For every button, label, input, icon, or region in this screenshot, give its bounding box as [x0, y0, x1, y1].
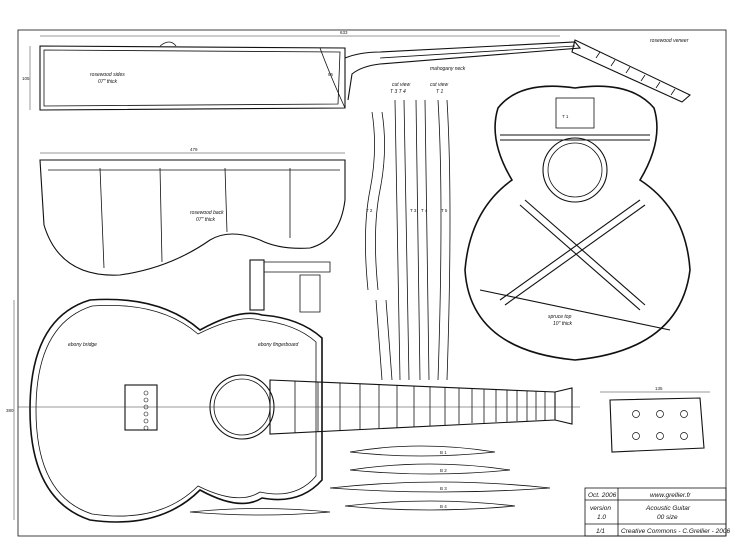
label-rosewood-back-thk: 07" thick — [196, 217, 216, 223]
label-rosewood-sides-thk: 07" thick — [98, 79, 118, 85]
sheet-frame — [17, 29, 727, 537]
dim-total-len: 633 — [340, 30, 348, 35]
label-cut-view-a: cut view — [392, 82, 410, 88]
headstock-drawing: 135 — [600, 386, 710, 453]
label-mahogany-neck: mahogany neck — [430, 66, 466, 72]
brace-tag: B 1 — [440, 450, 447, 455]
brace-tag: T 2 — [366, 208, 373, 213]
tb-version-label: version — [590, 505, 611, 512]
dim-side-h: 105 — [22, 76, 30, 81]
label-rosewood-back: rosewood back — [190, 210, 224, 216]
neck-block-detail — [249, 259, 331, 313]
tb-site: www.grellier.fr — [650, 492, 691, 499]
tb-model: 00 size — [657, 514, 678, 521]
brace-tag: T 4 — [421, 208, 428, 213]
dim-head-w: 135 — [655, 386, 663, 391]
brace-tag: B 4 — [440, 504, 447, 509]
label-ebony-fingerboard: ebony fingerboard — [258, 342, 299, 348]
braces-drawing: cut view T 3 T 4 cut view T 1 T 2 T 3 T … — [365, 82, 451, 381]
sides-drawing: 633 105 95 rosewood sides 07" thick — [22, 30, 560, 111]
dim-back-w: 479 — [190, 147, 198, 152]
bottom-braces: B 1 B 2 B 3 B 4 — [189, 445, 551, 516]
brace-tag: T 1 — [562, 114, 569, 119]
brace-tag: B 2 — [440, 468, 447, 473]
label-spruce-top-thk: 10" thick — [553, 321, 573, 327]
title-block: Oct. 2006 www.grellier.fr version 1.0 Ac… — [584, 487, 730, 537]
brace-tag: T 3 — [410, 208, 417, 213]
label-rosewood-sides: rosewood sides — [90, 72, 125, 78]
neck-drawing: mahogany neck rosewood veneer — [344, 38, 691, 103]
tb-date: Oct. 2006 — [588, 492, 617, 499]
label-cut-view-b-sub: T 1 — [436, 89, 443, 95]
label-cut-view-b: cut view — [430, 82, 448, 88]
top-bracing-drawing: T 1 spruce top 10" thick — [464, 85, 691, 361]
guitar-top-view: 380 ebony bridge ebony fingerboard — [6, 298, 580, 523]
label-spruce-top: spruce top — [548, 314, 572, 320]
brace-tag: T 5 — [441, 208, 448, 213]
tb-license: Creative Commons - C.Grellier - 2006 — [621, 528, 730, 535]
brace-tag: B 3 — [440, 486, 447, 491]
tb-sheet: 1/1 — [596, 528, 605, 535]
label-rosewood-veneer: rosewood veneer — [650, 38, 689, 44]
tb-title: Acoustic Guitar — [645, 505, 691, 512]
label-ebony-bridge: ebony bridge — [68, 342, 97, 348]
dim-body-w: 380 — [6, 408, 14, 413]
dim-side-h2: 95 — [328, 72, 334, 77]
back-drawing: 479 rosewood back 07" thick — [39, 147, 346, 276]
tb-version: 1.0 — [597, 514, 606, 521]
label-cut-view-a-sub: T 3 T 4 — [390, 89, 406, 95]
